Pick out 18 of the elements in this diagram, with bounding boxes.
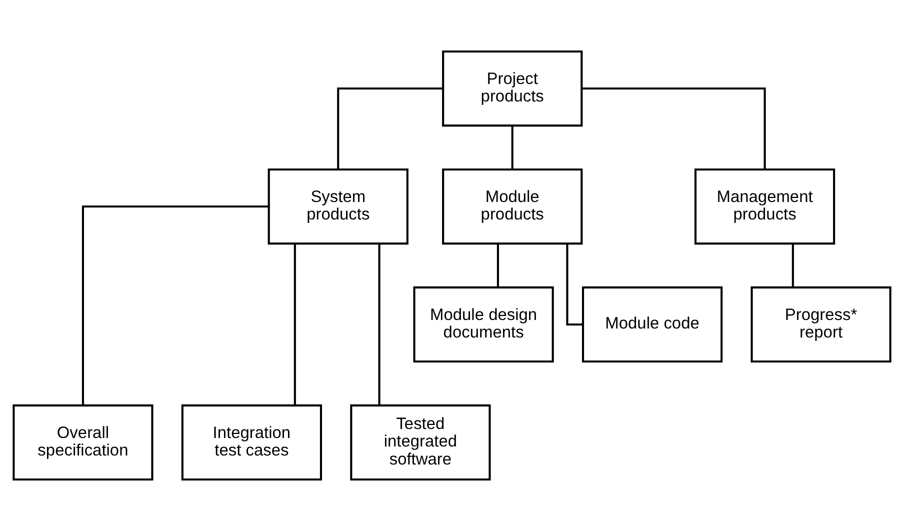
node-box: Tested integrated software: [350, 404, 491, 481]
node-box: Project products: [442, 50, 583, 127]
connector: [337, 88, 443, 170]
connector: [378, 244, 380, 406]
connector: [511, 126, 514, 170]
node-box: System products: [268, 168, 408, 245]
node-box: Integration test cases: [181, 404, 322, 481]
node-box: Module design documents: [413, 286, 554, 363]
node-box: Module products: [442, 168, 583, 245]
connector: [294, 244, 296, 406]
node-box: Management products: [694, 168, 836, 245]
connector: [792, 244, 794, 288]
node-box: Module code: [582, 286, 723, 363]
node-box: Progress* report: [750, 286, 892, 363]
connector: [582, 88, 766, 170]
node-box: Overall specification: [12, 404, 154, 481]
connector: [496, 244, 499, 288]
connector: [82, 205, 268, 406]
